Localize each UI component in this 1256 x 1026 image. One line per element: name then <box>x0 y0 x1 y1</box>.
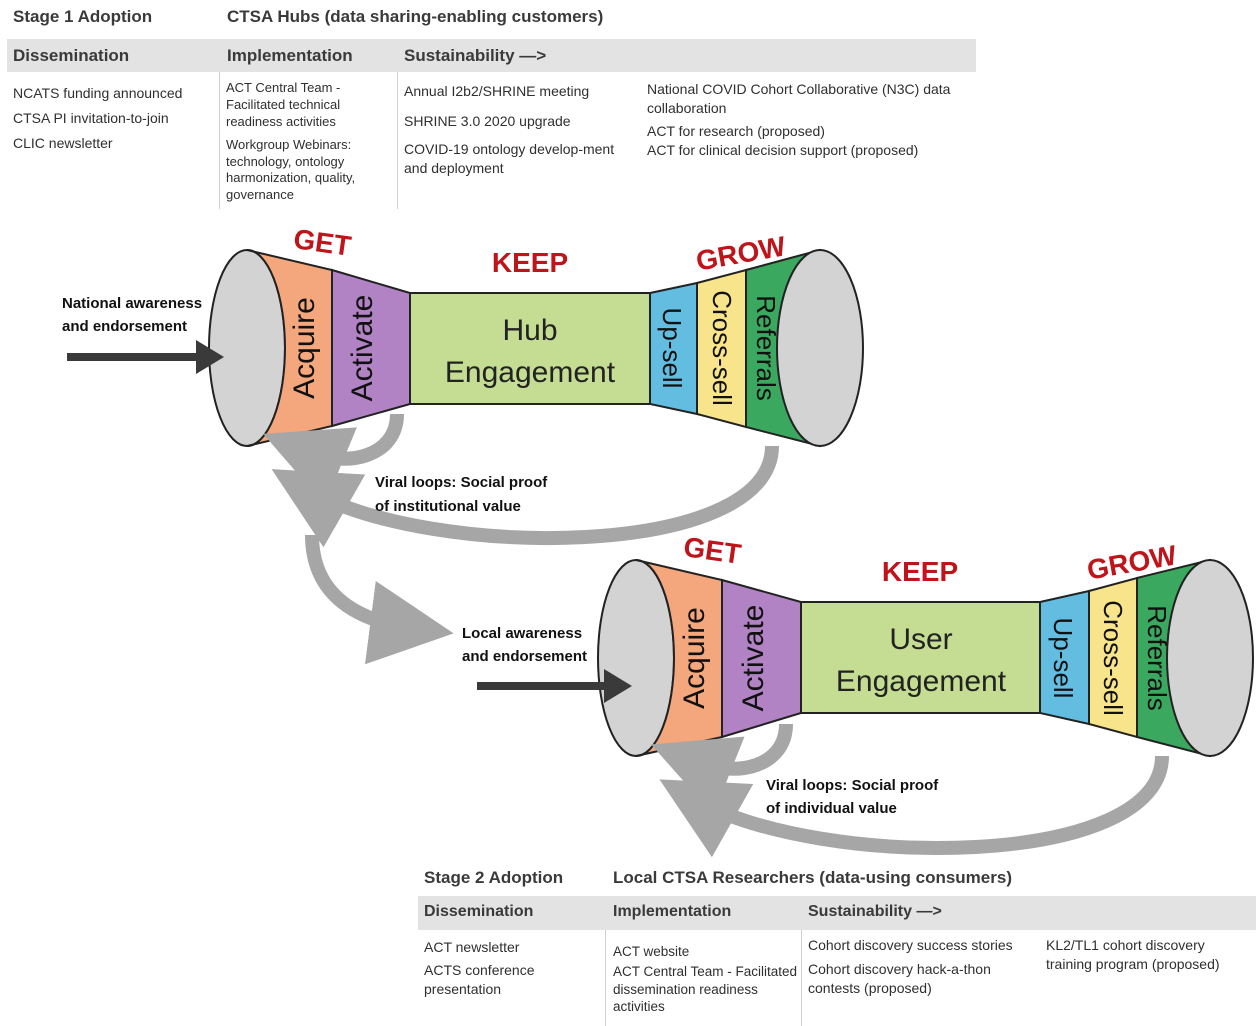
funnel2-loop-line1: Viral loops: Social proof <box>766 777 939 794</box>
stage2-col-dissemination: Dissemination <box>424 903 534 920</box>
funnel1-acquire-label: Acquire <box>288 297 321 399</box>
funnel2-input-line1: Local awareness <box>462 625 582 642</box>
stage1-subtitle: CTSA Hubs (data sharing-enabling custome… <box>227 7 604 26</box>
stage1-divider-1 <box>219 72 220 209</box>
funnel2-get-label: GET <box>682 531 743 570</box>
funnel2-activate-label: Activate <box>737 605 770 712</box>
funnel1-small-loop-arrow <box>263 413 404 505</box>
list-item: Cohort discovery hack-a-thon contests (p… <box>808 960 991 996</box>
funnel1-referrals-label: Referrals <box>751 295 781 400</box>
funnel2-small-loop-arrow <box>650 723 793 815</box>
stage2-col-implementation: Implementation <box>613 903 732 920</box>
stage1-title: Stage 1 Adoption <box>13 7 153 26</box>
list-item: COVID-19 ontology develop-ment and deplo… <box>404 140 615 176</box>
stage1-header-band <box>7 39 976 72</box>
funnel2-right-opening <box>1166 559 1254 757</box>
stage2-title: Stage 2 Adoption <box>424 868 564 887</box>
list-item: NCATS funding announced <box>13 85 183 101</box>
funnel1-activate-label: Activate <box>346 295 379 402</box>
stage1-sustainability-list-b: National COVID Cohort Collaborative (N3C… <box>647 80 972 166</box>
funnel2-input-arrowhead <box>604 669 632 703</box>
list-item: ACT Central Team - Facilitated dissemina… <box>613 964 798 1015</box>
stage1-implementation-list: ACT Central Team - Facilitated technical… <box>226 80 392 210</box>
funnel2-big-loop-arrow <box>659 755 1169 858</box>
funnel-stage2: GET KEEP GROW Acquire Activate User Enga… <box>462 531 1254 858</box>
stage2-dissemination-list: ACT newsletter ACTS conference presentat… <box>424 938 594 1005</box>
list-item: National COVID Cohort Collaborative (N3C… <box>647 81 951 116</box>
funnel2-input-line2: and endorsement <box>462 648 587 665</box>
stage1-dissemination-list: NCATS funding announced CTSA PI invitati… <box>13 81 218 156</box>
list-item: Workgroup Webinars: technology, ontology… <box>226 136 356 203</box>
list-item: SHRINE 3.0 2020 upgrade <box>404 112 571 129</box>
funnel2-crosssell-label: Cross-sell <box>1098 600 1128 716</box>
list-item: ACT for research (proposed) <box>647 122 825 139</box>
funnel1-engagement-line1: Hub <box>502 314 557 347</box>
funnel2-acquire-segment <box>635 559 723 757</box>
funnel2-acquire-label: Acquire <box>678 607 711 709</box>
stage1-col-dissemination: Dissemination <box>13 46 130 65</box>
funnel1-input-line1: National awareness <box>62 295 202 312</box>
stage1-sustainability-list-a: Annual I2b2/SHRINE meeting SHRINE 3.0 20… <box>404 82 634 184</box>
funnel1-keep-label: KEEP <box>492 247 568 278</box>
list-item: Cohort discovery success stories <box>808 937 1013 953</box>
funnel2-referrals-label: Referrals <box>1142 605 1172 710</box>
stage1-col-implementation: Implementation <box>227 46 353 65</box>
funnel1-loop-line1: Viral loops: Social proof <box>375 474 548 491</box>
list-item: CLIC newsletter <box>13 135 113 151</box>
funnel1-input-arrowhead <box>196 340 224 374</box>
list-item: KL2/TL1 cohort discovery training progra… <box>1046 937 1220 972</box>
funnel1-loop-line2: of institutional value <box>375 498 521 515</box>
list-item: ACT newsletter <box>424 939 520 955</box>
funnel1-big-loop-arrow <box>271 445 779 548</box>
funnel2-engagement-line2: Engagement <box>836 665 1007 698</box>
stage2-implementation-list: ACT website ACT Central Team - Facilitat… <box>613 943 801 1022</box>
list-item: Annual I2b2/SHRINE meeting <box>404 83 590 99</box>
stage1-divider-2 <box>397 72 398 209</box>
stage2-sustainability-list-b: KL2/TL1 cohort discovery training progra… <box>1046 936 1251 980</box>
funnel1-acquire-segment <box>246 249 333 447</box>
stage2-sustainability-list-a: Cohort discovery success stories Cohort … <box>808 936 1020 1004</box>
stage2-divider-1 <box>605 930 606 1026</box>
funnel1-crosssell-label: Cross-sell <box>707 290 737 406</box>
list-item: ACT Central Team - Facilitated technical… <box>226 80 341 129</box>
funnel1-engagement-segment <box>409 292 651 405</box>
funnel1-engagement-line2: Engagement <box>445 356 616 389</box>
funnel2-engagement-line1: User <box>889 623 952 656</box>
stage2-col-sustainability: Sustainability —> <box>808 903 942 920</box>
funnel2-keep-label: KEEP <box>882 556 958 587</box>
funnel2-upsell-label: Up-sell <box>1048 618 1078 699</box>
funnel1-input-line2: and endorsement <box>62 318 187 335</box>
stage1-col-sustainability: Sustainability —> <box>404 46 547 65</box>
funnel2-loop-line2: of individual value <box>766 800 897 817</box>
funnel1-right-opening <box>776 249 864 447</box>
stage2-header-band <box>418 896 1256 930</box>
funnel1-get-label: GET <box>292 223 353 262</box>
list-item: ACT for clinical decision support (propo… <box>647 141 919 158</box>
funnel1-upsell-label: Up-sell <box>657 308 687 389</box>
stage2-divider-2 <box>801 930 802 1026</box>
stage2-subtitle: Local CTSA Researchers (data-using consu… <box>613 868 1012 887</box>
list-item: CTSA PI invitation-to-join <box>13 110 169 126</box>
list-item: ACTS conference presentation <box>424 961 535 997</box>
stage-transition-arrow <box>305 534 454 665</box>
list-item: ACT website <box>613 944 690 959</box>
funnel-stage1: GET KEEP GROW Acquire Activate Hub Engag… <box>62 223 864 548</box>
funnel2-engagement-segment <box>800 601 1041 714</box>
